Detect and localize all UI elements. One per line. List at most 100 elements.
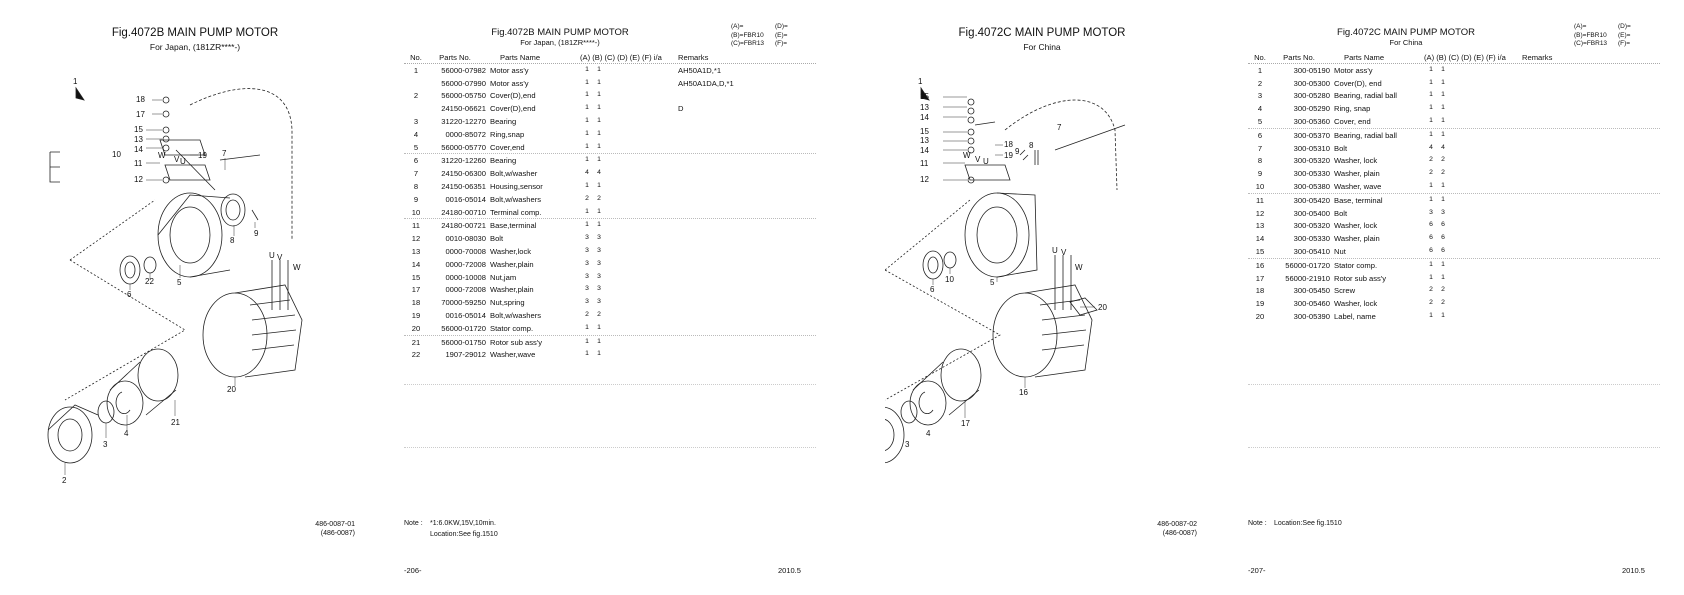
- part-number: 300-05280: [1293, 91, 1330, 101]
- notes: Note :*1:6.0KW,15V,10min. Location:See f…: [404, 520, 498, 538]
- callout-18: 18: [1004, 140, 1013, 149]
- qty-a: 3: [585, 246, 589, 254]
- part-name: Bearing, radial ball: [1334, 91, 1397, 101]
- part-number: 300-05410: [1293, 246, 1330, 256]
- item-number: 9: [413, 194, 419, 204]
- item-number: 10: [1255, 181, 1265, 191]
- qty-b: 3: [597, 272, 601, 280]
- part-name: Bolt: [1334, 208, 1348, 218]
- callout-15b: 15: [920, 127, 929, 136]
- callout-5: 5: [990, 278, 995, 287]
- callout-22: 22: [145, 277, 154, 286]
- qty-b: 2: [1441, 169, 1445, 177]
- part-name: Terminal comp.: [490, 207, 542, 217]
- part-name: Washer, plain: [1334, 234, 1380, 244]
- exploded-view-drawing: 1: [47, 77, 303, 485]
- page-number: -207-: [1248, 566, 1266, 575]
- item-number: 8: [1257, 156, 1263, 166]
- exploded-view-drawing: 1: [885, 77, 1126, 464]
- part-number: 0000-72008: [445, 259, 486, 269]
- part-name: Stator comp.: [490, 323, 534, 333]
- qty-b: 1: [1441, 78, 1445, 86]
- callout-4: 4: [926, 429, 931, 438]
- table-title: Fig.4072B MAIN PUMP MOTOR: [491, 27, 629, 38]
- qty-b: 1: [597, 91, 601, 99]
- qty-a: 2: [1429, 286, 1433, 294]
- part-number: 0010-08030: [445, 234, 486, 244]
- table-header: No. Parts No. Parts Name (A) (B) (C) (D)…: [1248, 50, 1660, 64]
- part-name: Rotor sub ass'y: [490, 337, 543, 347]
- item-number: 13: [1255, 221, 1265, 231]
- qty-b: 1: [1441, 273, 1445, 281]
- item-number: 19: [411, 310, 421, 320]
- part-number: 24150-06351: [441, 181, 486, 191]
- qty-a: 1: [1429, 130, 1433, 138]
- part-number: 56000-07990: [441, 78, 486, 88]
- qty-a: 1: [1429, 65, 1433, 73]
- part-name: Bolt: [1334, 143, 1348, 153]
- qty-b: 6: [1441, 234, 1445, 242]
- qty-b: 2: [1441, 286, 1445, 294]
- item-number: 21: [411, 337, 421, 347]
- callout-16: 16: [1019, 388, 1028, 397]
- part-number: 24180-00721: [441, 221, 486, 231]
- item-number: 3: [413, 116, 419, 126]
- remarks: AH50A1D,*1: [678, 65, 722, 75]
- qty-b: 2: [1441, 156, 1445, 164]
- qty-b: 1: [597, 221, 601, 229]
- item-number: 6: [1257, 130, 1263, 140]
- callout-14b: 14: [920, 146, 929, 155]
- item-number: 16: [1255, 260, 1265, 270]
- part-name: Housing,sensor: [490, 181, 543, 191]
- part-number: 24150-06300: [441, 169, 486, 179]
- callout-13b: 13: [920, 136, 929, 145]
- item-number: 12: [1255, 208, 1265, 218]
- item-number: 20: [411, 323, 421, 333]
- item-number: 7: [1257, 143, 1263, 153]
- item-number: 10: [411, 207, 421, 217]
- callout-15: 15: [920, 92, 929, 101]
- qty-a: 3: [585, 298, 589, 306]
- item-number: 11: [1256, 195, 1264, 205]
- callout-15: 15: [134, 125, 143, 134]
- part-number: 300-05420: [1293, 195, 1330, 205]
- label-w-lead: W: [1075, 263, 1083, 272]
- part-name: Bolt,w/washers: [490, 194, 542, 204]
- qty-a: 3: [585, 259, 589, 267]
- qty-b: 1: [1441, 104, 1445, 112]
- qty-b: 1: [1441, 311, 1445, 319]
- table-header: No. Parts No. Parts Name (A) (B) (C) (D)…: [404, 50, 816, 64]
- part-name: Washer,lock: [490, 246, 532, 256]
- remarks: AH50A1DA,D,*1: [678, 78, 734, 88]
- label-u: U: [180, 157, 186, 166]
- qty-a: 2: [585, 194, 589, 202]
- revision-date: 2010.5: [778, 566, 801, 575]
- label-v: V: [174, 155, 180, 164]
- part-number: 70000-59250: [441, 298, 486, 308]
- part-number: 300-05460: [1293, 299, 1330, 309]
- part-number: 300-05380: [1293, 181, 1330, 191]
- callout-2: 2: [62, 476, 67, 485]
- item-number: 19: [1255, 299, 1265, 309]
- part-number: 0016-05014: [445, 194, 486, 204]
- label-v-lead: V: [1061, 248, 1067, 257]
- qty-a: 6: [1429, 221, 1433, 229]
- qty-a: 1: [585, 91, 589, 99]
